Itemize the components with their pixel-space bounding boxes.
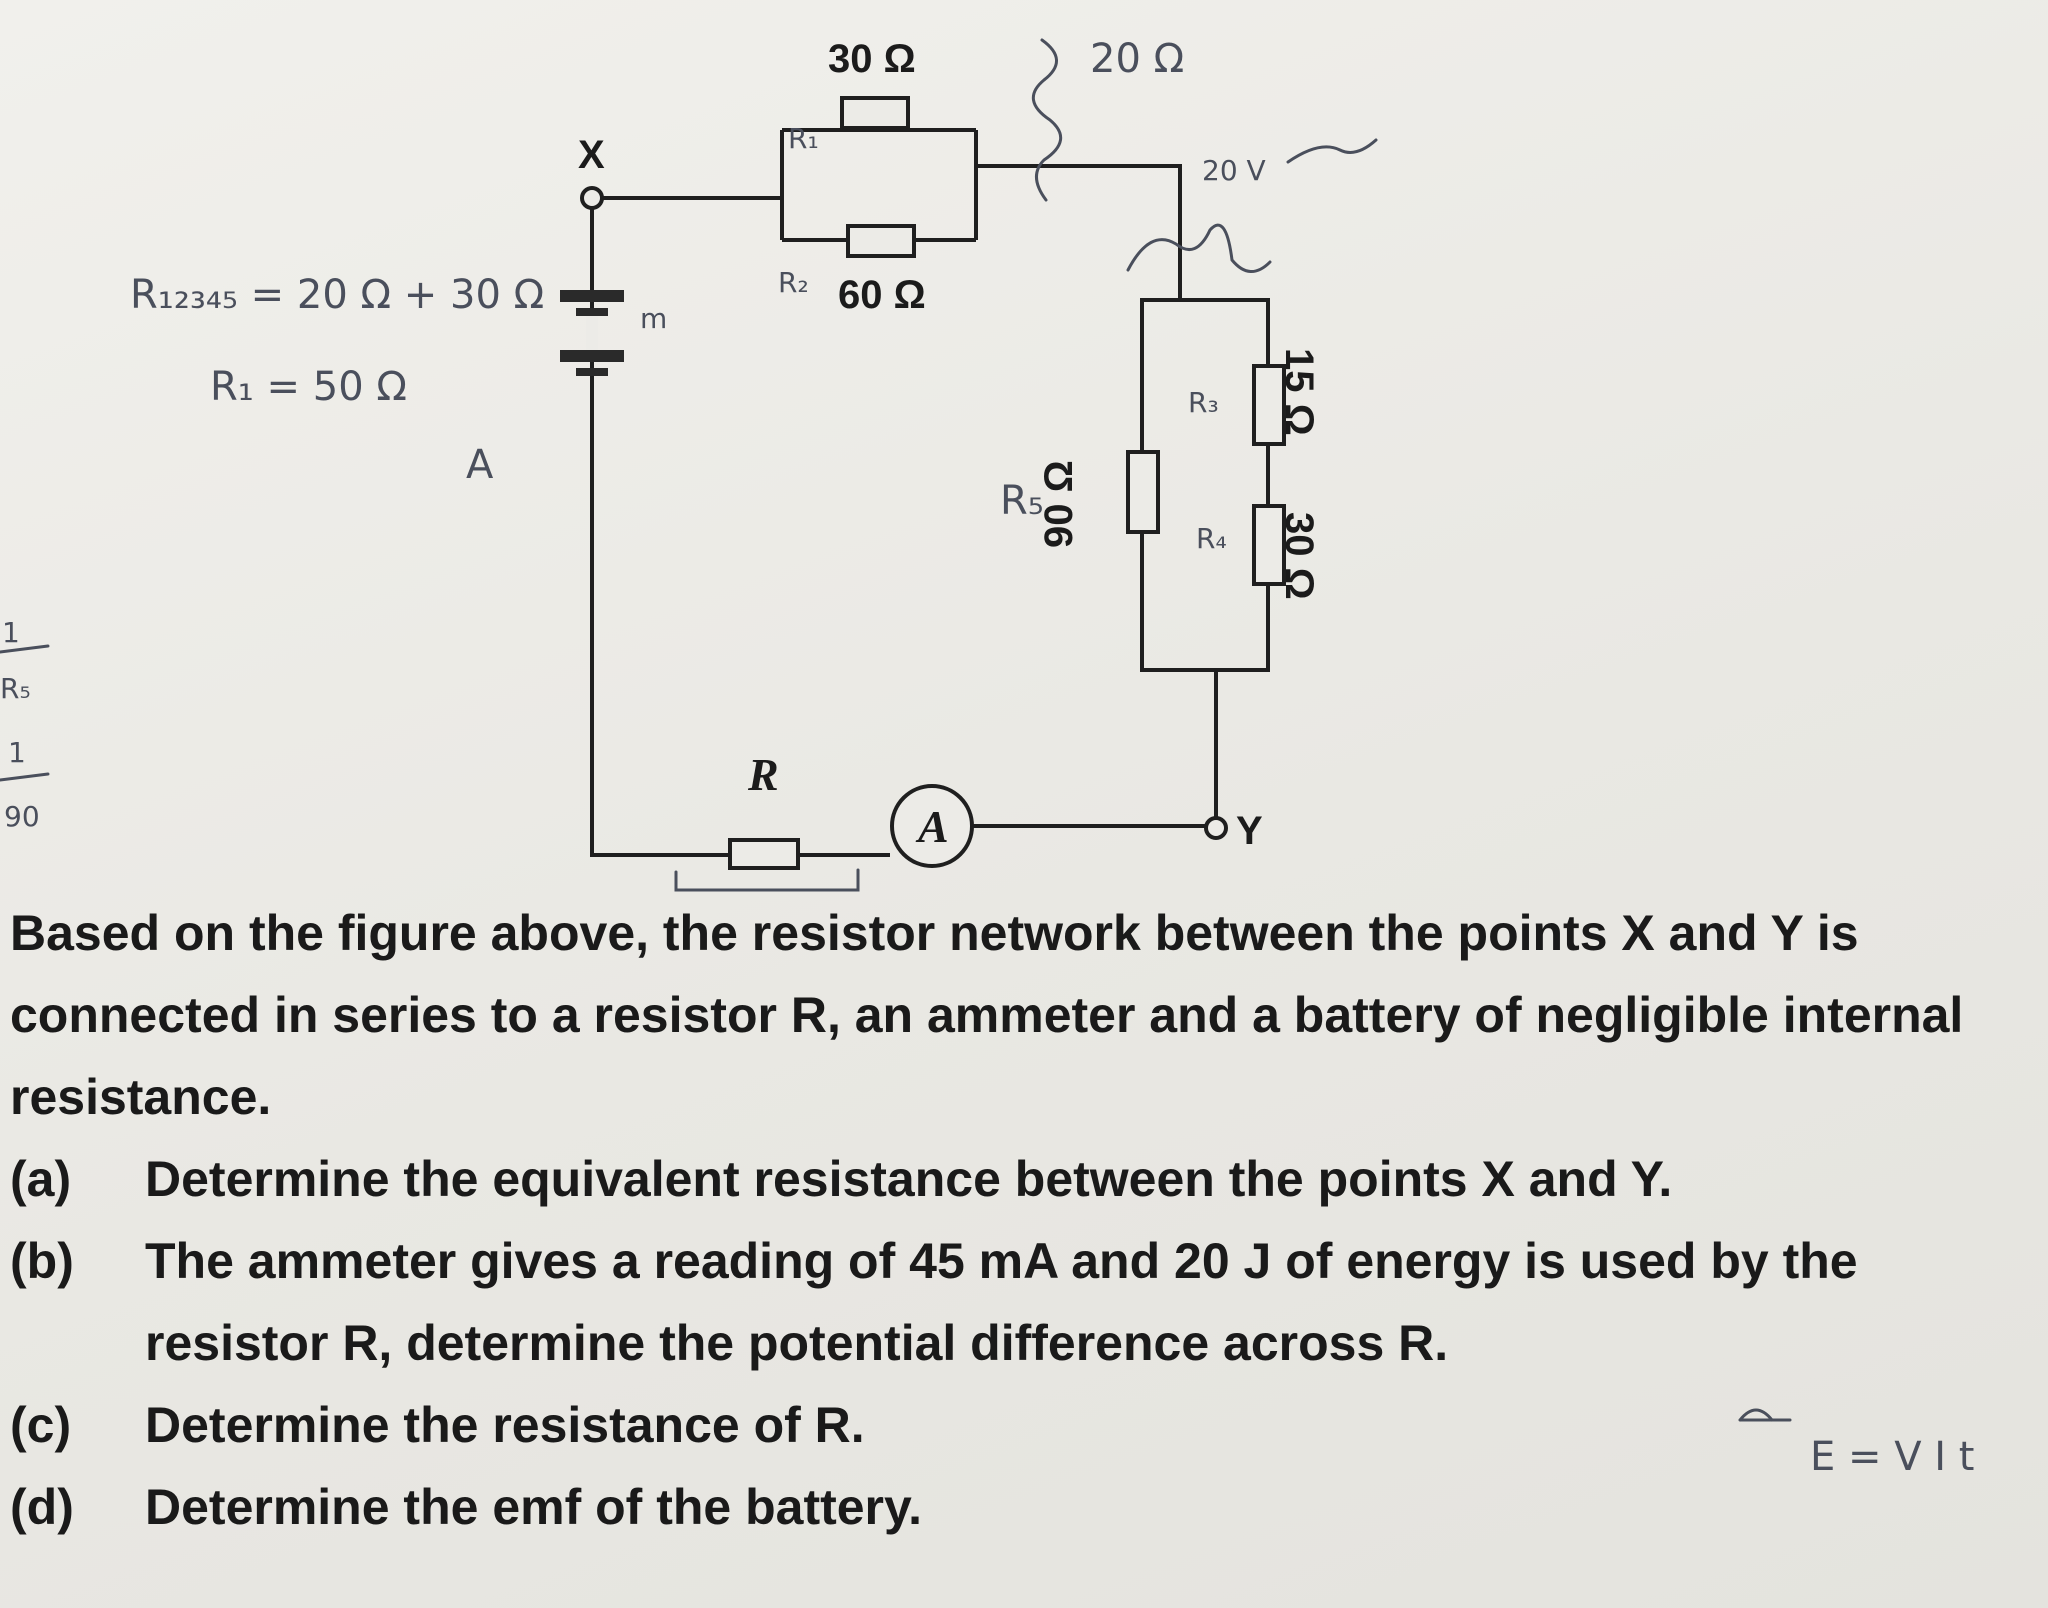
resistor-30-ohm bbox=[840, 96, 910, 130]
label-ammeter: A bbox=[915, 801, 949, 852]
label-y: Y bbox=[1236, 809, 1263, 853]
mark-r1: R₁ bbox=[788, 122, 819, 155]
label-15-ohm: 15 Ω bbox=[1277, 348, 1321, 436]
margin-fraction-1b: 1 bbox=[8, 736, 26, 769]
note-20v: 20 V bbox=[1202, 154, 1266, 187]
terminal-x bbox=[580, 186, 604, 210]
handwritten-a-mark: A bbox=[466, 442, 494, 488]
label-30-ohm-b: 30 Ω bbox=[1277, 512, 1321, 600]
question-intro: Based on the figure above, the resistor … bbox=[10, 905, 1964, 1125]
mark-r5: R₅ bbox=[1000, 478, 1044, 524]
resistor-r bbox=[728, 838, 800, 870]
handwritten-formula-1: R₁₂₃₄₅ = 20 Ω + 30 Ω bbox=[130, 272, 544, 318]
question-part-c: (c) Determine the resistance of R. bbox=[10, 1384, 2020, 1466]
resistor-30-ohm-b bbox=[1252, 504, 1286, 586]
resistor-60-ohm bbox=[846, 224, 916, 258]
margin-fraction-1: 1 bbox=[2, 616, 20, 649]
label-60-ohm: 60 Ω bbox=[838, 273, 926, 317]
question-text: Based on the figure above, the resistor … bbox=[10, 892, 2020, 1548]
resistor-15-ohm bbox=[1252, 364, 1286, 446]
label-30-ohm: 30 Ω bbox=[828, 37, 916, 81]
terminal-y bbox=[1204, 816, 1228, 840]
wire-left bbox=[590, 198, 730, 857]
mark-r3: R₃ bbox=[1188, 386, 1219, 419]
pen-squiggle-a bbox=[1286, 138, 1378, 164]
note-e-vit: E = V I t bbox=[1810, 1434, 1975, 1480]
pen-tick bbox=[1738, 1408, 1792, 1422]
margin-rs: R₅ bbox=[0, 672, 31, 705]
pen-squiggle-b bbox=[1126, 223, 1272, 273]
pen-bracket bbox=[674, 868, 860, 892]
mark-r4: R₄ bbox=[1196, 522, 1227, 555]
battery-symbol bbox=[560, 290, 624, 376]
mark-r2: R₂ bbox=[778, 266, 809, 299]
parallel-branch-a bbox=[780, 128, 978, 242]
part-a-text: Determine the equivalent resistance betw… bbox=[145, 1151, 1673, 1207]
wire-top-right bbox=[976, 164, 1182, 300]
part-b-text: The ammeter gives a reading of 45 mA and… bbox=[145, 1233, 1858, 1371]
question-part-b: (b) The ammeter gives a reading of 45 mA… bbox=[10, 1220, 2020, 1384]
part-d-text: Determine the emf of the battery. bbox=[145, 1479, 923, 1535]
margin-fraction-bar-2 bbox=[0, 772, 50, 782]
note-20-ohm: 20 Ω bbox=[1090, 36, 1184, 82]
part-c-text: Determine the resistance of R. bbox=[145, 1397, 865, 1453]
part-c-label: (c) bbox=[10, 1397, 72, 1453]
margin-90: 90 bbox=[4, 800, 40, 833]
resistor-90-ohm bbox=[1126, 450, 1160, 534]
part-b-label: (b) bbox=[10, 1233, 74, 1289]
question-part-d: (d) Determine the emf of the battery. bbox=[10, 1466, 2020, 1548]
part-d-label: (d) bbox=[10, 1479, 74, 1535]
margin-note-area: E = V I t bbox=[1738, 1408, 1975, 1480]
parallel-branch-b bbox=[1140, 298, 1270, 672]
circuit-diagram: X 30 Ω 60 Ω 15 Ω 30 Ω 90 Ω Y R A R₁₂₃₄₅ … bbox=[0, 36, 1378, 892]
pen-brace bbox=[1032, 38, 1062, 202]
label-90-ohm: 90 Ω bbox=[1037, 460, 1081, 548]
label-r: R bbox=[747, 749, 779, 800]
question-part-a: (a) Determine the equivalent resistance … bbox=[10, 1138, 2020, 1220]
part-a-label: (a) bbox=[10, 1151, 72, 1207]
label-x: X bbox=[578, 133, 605, 177]
margin-fraction-bar-1 bbox=[0, 644, 50, 654]
handwritten-m: m bbox=[640, 302, 667, 335]
handwritten-formula-2: R₁ = 50 Ω bbox=[210, 364, 407, 410]
